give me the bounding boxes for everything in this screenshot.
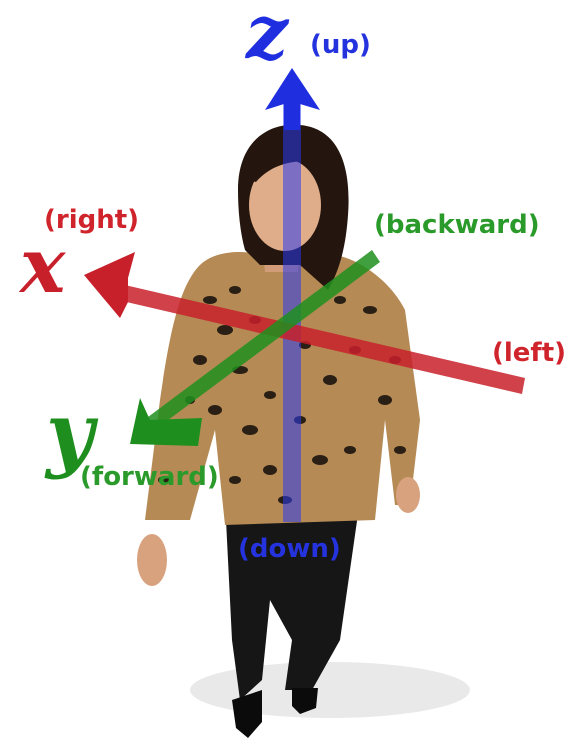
- x-axis-arrow: [84, 252, 525, 394]
- z-down-label: (down): [238, 534, 341, 564]
- x-right-label: (right): [44, 205, 140, 235]
- y-forward-label: (forward): [80, 462, 219, 492]
- y-axis-letter: y: [46, 385, 94, 481]
- z-up-label: (up): [310, 30, 371, 60]
- z-axis-letter: z: [246, 0, 289, 76]
- y-backward-label: (backward): [374, 210, 540, 240]
- z-axis-arrow: [265, 68, 320, 522]
- x-left-label: (left): [492, 338, 567, 368]
- floor-shadow: [190, 662, 470, 718]
- x-axis-letter: x: [20, 221, 66, 310]
- y-axis-arrow: [130, 250, 380, 446]
